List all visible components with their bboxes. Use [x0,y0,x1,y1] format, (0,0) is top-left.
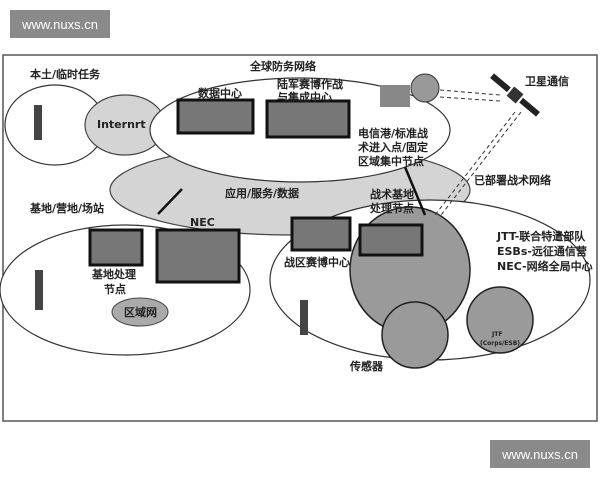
legend-jtt: JTT-联合特遣部队 [496,229,586,243]
sensor-zone [381,301,449,369]
data-center-box [176,98,255,135]
label-jtf: JTF [491,331,502,338]
soldier-icon [34,105,308,335]
watermark-top-left: www.nuxs.cn [10,10,110,38]
label-base-node-1: 基地处理 [91,267,136,281]
regional-network-ellipse [111,297,169,327]
legend-esbs: ESBs-远征通信营 [497,244,587,258]
label-data-center: 数据中心 [198,86,242,100]
label-jtf-corps: (Corps/ESB) [480,340,520,347]
label-nec: NEC [190,216,215,229]
army-cyber-box [265,99,351,139]
label-army-cyber-1: 陆军赛博作战 [277,77,343,91]
teleport-building-icon [380,85,410,107]
label-base-node-2: 节点 [104,282,126,296]
theater-cyber-box [290,216,352,252]
jtf-zone [466,286,534,354]
label-deployed-network: 已部署战术网络 [474,173,551,187]
label-teleport-2: 术进入点/固定 [357,140,428,154]
label-teleport-1: 电信港/标准战 [358,126,428,140]
label-homeland: 本土/临时任务 [30,67,101,81]
label-internet: Internrt [97,118,146,131]
satellite-icon [490,73,540,117]
watermark-bottom-right: www.nuxs.cn [490,440,590,468]
satellite-dish-icon [410,73,440,103]
base-node-box [88,228,144,267]
label-army-cyber-2: 与集成中心 [277,90,332,104]
label-satellite: 卫星通信 [525,74,569,88]
link-arrows [157,166,427,216]
tactical-node-box [358,223,424,257]
label-tactical-node-1: 战术基地 [370,187,414,201]
satellite-links [434,89,522,216]
label-tactical-node-2: 处理节点 [369,201,414,215]
label-app-service-data: 应用/服务/数据 [225,186,299,200]
label-base-camp: 基地/营地/场站 [29,201,104,215]
label-sensors: 传感器 [349,359,384,373]
nec-box [155,228,241,284]
label-regional-network: 区域网 [124,305,157,319]
label-teleport-3: 区域集中节点 [358,154,424,168]
label-theater-cyber: 战区赛博中心 [284,255,350,269]
label-global-network: 全球防务网络 [249,59,316,73]
legend-nec: NEC-网络全局中心 [497,259,593,273]
